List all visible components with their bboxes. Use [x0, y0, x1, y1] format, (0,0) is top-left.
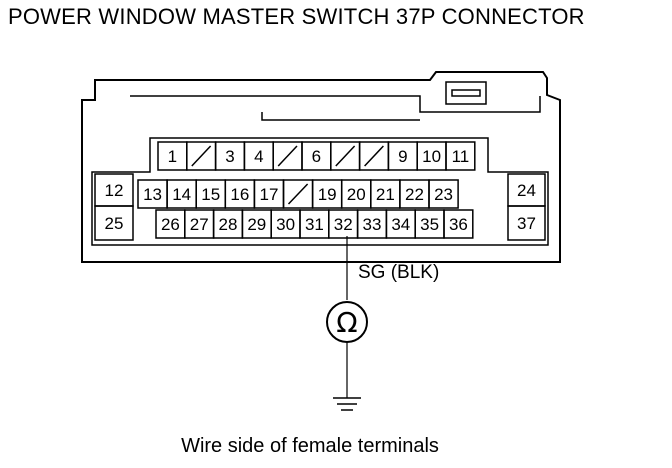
- pin-blank: [272, 141, 303, 171]
- pin-27: 27: [184, 209, 215, 239]
- pin-label: 1: [168, 147, 177, 166]
- signal-label: SG (BLK): [358, 262, 440, 283]
- pin-label: 15: [201, 185, 220, 204]
- pin-label: 13: [143, 185, 162, 204]
- pin-24: 24: [507, 173, 546, 207]
- pin-label: 29: [247, 215, 266, 234]
- pin-32: 32: [328, 209, 359, 239]
- pin-label: 33: [363, 215, 382, 234]
- pin-label: 25: [105, 214, 124, 233]
- pin-14: 14: [166, 179, 197, 209]
- diagram-caption: Wire side of female terminals: [181, 435, 439, 457]
- pin-9: 9: [387, 141, 418, 171]
- diagram-title: POWER WINDOW MASTER SWITCH 37P CONNECTOR: [8, 4, 585, 29]
- ohm-symbol: Ω: [336, 306, 357, 339]
- pin-19: 19: [311, 179, 343, 209]
- pin-12: 12: [94, 173, 134, 207]
- pin-21: 21: [370, 179, 401, 209]
- pin-label: 4: [254, 147, 263, 166]
- terminal-body: [91, 137, 549, 246]
- pin-blank: [358, 141, 390, 171]
- pin-label: 11: [452, 147, 470, 166]
- side-pins: 12 25 24 37: [94, 173, 546, 241]
- pin-label: 20: [347, 185, 366, 204]
- pin-34: 34: [385, 209, 416, 239]
- pin-28: 28: [212, 209, 244, 239]
- pin-blank: [186, 141, 217, 171]
- pin-26: 26: [155, 209, 186, 239]
- pin-label: 32: [334, 215, 353, 234]
- pin-label: 27: [190, 215, 209, 234]
- pin-30: 30: [270, 209, 301, 239]
- pin-label: 16: [230, 185, 249, 204]
- connector-lock-area: [130, 95, 541, 113]
- pin-11: 11: [445, 141, 476, 171]
- pin-label: 14: [172, 185, 191, 204]
- pin-label: 26: [161, 215, 180, 234]
- pin-33: 33: [356, 209, 388, 239]
- pin-23: 23: [428, 179, 459, 209]
- pin-label: 19: [318, 185, 337, 204]
- pin-3: 3: [214, 141, 246, 171]
- pin-20: 20: [340, 179, 372, 209]
- pin-22: 22: [399, 179, 430, 209]
- pin-13: 13: [137, 179, 168, 209]
- pin-label: 6: [312, 147, 321, 166]
- pin-29: 29: [241, 209, 272, 239]
- pin-1: 1: [157, 141, 188, 171]
- pin-label: 34: [391, 215, 410, 234]
- pin-label: 37: [517, 214, 536, 233]
- connector-latch-inner: [451, 89, 481, 97]
- pin-37: 37: [507, 205, 546, 241]
- pin-6: 6: [301, 141, 332, 171]
- pin-label: 12: [105, 181, 124, 200]
- pin-16: 16: [224, 179, 256, 209]
- pin-15: 15: [195, 179, 227, 209]
- connector-lock-step: [261, 112, 420, 121]
- pin-label: 24: [517, 181, 536, 200]
- pin-label: 35: [420, 215, 439, 234]
- pin-blank: [330, 141, 361, 171]
- connector-latch: [445, 81, 487, 105]
- pin-17: 17: [253, 179, 285, 209]
- pin-10: 10: [416, 141, 447, 171]
- pin-label: 17: [259, 185, 278, 204]
- pin-36: 36: [443, 209, 474, 239]
- connector-housing: [81, 71, 561, 263]
- pin-31: 31: [299, 209, 330, 239]
- pin-4: 4: [243, 141, 274, 171]
- pin-label: 3: [225, 147, 234, 166]
- pin-25: 25: [94, 205, 134, 241]
- pin-label: 36: [449, 215, 468, 234]
- pin-label: 9: [398, 147, 407, 166]
- pin-label: 28: [219, 215, 238, 234]
- pin-label: 31: [305, 215, 324, 234]
- pin-label: 30: [276, 215, 295, 234]
- pin-label: 21: [376, 185, 395, 204]
- pin-35: 35: [414, 209, 445, 239]
- pin-blank: [282, 179, 314, 209]
- pin-label: 22: [405, 185, 424, 204]
- pin-label: 23: [434, 185, 453, 204]
- ground-symbol: [333, 397, 361, 411]
- pin-label: 10: [422, 147, 441, 166]
